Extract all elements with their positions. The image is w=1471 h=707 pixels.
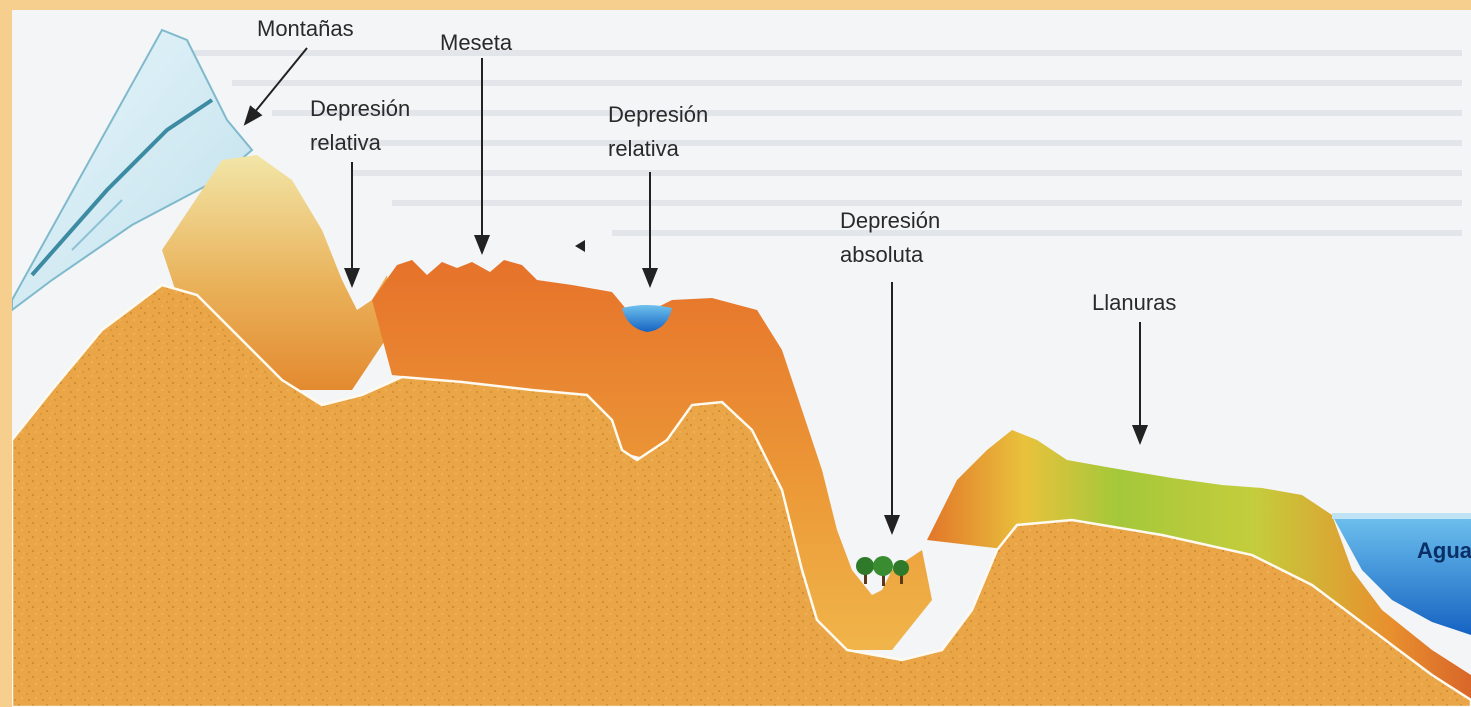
label-absolute-depression-line2: absoluta xyxy=(840,242,924,267)
label-relative-depression-1-line1: Depresión xyxy=(310,96,410,121)
label-relative-depression-2-line1: Depresión xyxy=(608,102,708,127)
relief-diagram: Montañas Meseta Depresión relativa Depre… xyxy=(12,10,1471,707)
label-plateau: Meseta xyxy=(440,30,513,55)
label-plains: Llanuras xyxy=(1092,290,1176,315)
label-mountains: Montañas xyxy=(257,16,354,41)
label-water: Agua xyxy=(1417,538,1471,563)
relief-illustration: Montañas Meseta Depresión relativa Depre… xyxy=(12,10,1471,707)
label-absolute-depression-line1: Depresión xyxy=(840,208,940,233)
label-relative-depression-2-line2: relativa xyxy=(608,136,680,161)
label-relative-depression-1-line2: relativa xyxy=(310,130,382,155)
